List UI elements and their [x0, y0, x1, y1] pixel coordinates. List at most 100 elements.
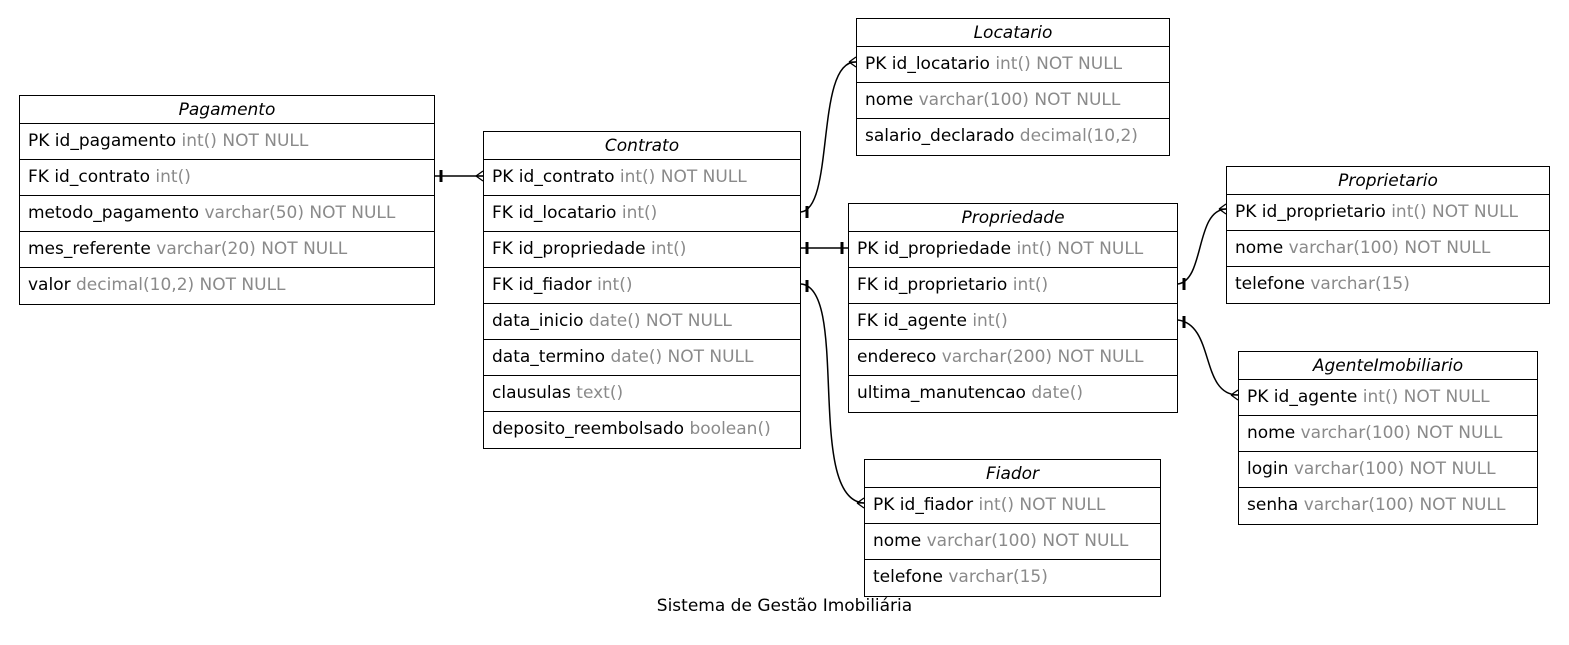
field-type: int() NOT NULL — [1362, 387, 1490, 407]
field-name: clausulas — [492, 383, 571, 403]
field-type: date() NOT NULL — [610, 347, 754, 367]
field-name: FK id_fiador — [492, 275, 592, 295]
field-type: int() — [621, 203, 658, 223]
many-marker — [848, 56, 857, 68]
field-name: PK id_locatario — [865, 54, 990, 74]
field-row: PK id_proprietario int() NOT NULL — [1227, 195, 1549, 231]
field-type: int() NOT NULL — [1016, 239, 1144, 259]
relation-line — [1177, 319, 1239, 396]
field-row: PK id_contrato int() NOT NULL — [484, 160, 800, 196]
field-name: endereco — [857, 347, 937, 367]
field-type: decimal(10,2) NOT NULL — [76, 275, 286, 295]
field-row: FK id_propriedade int() — [484, 232, 800, 268]
field-row: senha varchar(100) NOT NULL — [1239, 488, 1537, 524]
table-title: Pagamento — [20, 96, 434, 124]
field-type: varchar(200) NOT NULL — [941, 347, 1144, 367]
field-type: int() — [155, 167, 191, 187]
field-row: nome varchar(100) NOT NULL — [1227, 231, 1549, 267]
field-row: PK id_locatario int() NOT NULL — [857, 47, 1169, 83]
field-type: boolean() — [689, 419, 771, 439]
field-type: varchar(15) — [948, 567, 1048, 587]
field-type: varchar(100) NOT NULL — [1300, 423, 1503, 443]
field-name: deposito_reembolsado — [492, 419, 685, 439]
field-name: telefone — [873, 567, 943, 587]
field-name: PK id_contrato — [492, 167, 615, 187]
field-row: nome varchar(100) NOT NULL — [857, 83, 1169, 119]
field-name: login — [1247, 459, 1289, 479]
field-name: salario_declarado — [865, 126, 1015, 146]
field-name: PK id_agente — [1247, 387, 1358, 407]
field-type: varchar(20) NOT NULL — [156, 239, 348, 259]
table-locatario: Locatario PK id_locatario int() NOT NULL… — [856, 18, 1170, 156]
field-name: FK id_agente — [857, 311, 967, 331]
field-row: FK id_locatario int() — [484, 196, 800, 232]
field-type: date() NOT NULL — [588, 311, 732, 331]
link-propriedade-proprietario — [1177, 203, 1227, 290]
field-row: PK id_agente int() NOT NULL — [1239, 380, 1537, 416]
field-name: nome — [1235, 238, 1284, 258]
field-type: varchar(50) NOT NULL — [204, 203, 396, 223]
field-type: varchar(100) NOT NULL — [918, 90, 1121, 110]
field-row: PK id_propriedade int() NOT NULL — [849, 232, 1177, 268]
many-marker — [1230, 389, 1239, 401]
link-contrato-locatario — [800, 56, 857, 218]
field-row: telefone varchar(15) — [865, 560, 1160, 596]
table-pagamento: Pagamento PK id_pagamento int() NOT NULL… — [19, 95, 435, 305]
field-row: data_termino date() NOT NULL — [484, 340, 800, 376]
link-contrato-propriedade — [801, 242, 848, 254]
field-row: telefone varchar(15) — [1227, 267, 1549, 303]
field-type: int() NOT NULL — [995, 54, 1123, 74]
table-title: Contrato — [484, 132, 800, 160]
many-marker — [475, 170, 484, 182]
table-contrato: Contrato PK id_contrato int() NOT NULL F… — [483, 131, 801, 449]
field-name: telefone — [1235, 274, 1305, 294]
field-name: PK id_fiador — [873, 495, 974, 515]
field-name: data_termino — [492, 347, 606, 367]
field-type: int() — [597, 275, 633, 295]
field-row: PK id_fiador int() NOT NULL — [865, 488, 1160, 524]
field-name: PK id_proprietario — [1235, 202, 1386, 222]
field-row: valor decimal(10,2) NOT NULL — [20, 268, 434, 304]
field-type: text() — [576, 383, 624, 403]
field-name: FK id_proprietario — [857, 275, 1008, 295]
field-name: ultima_manutencao — [857, 383, 1026, 403]
field-type: int() — [972, 311, 1008, 331]
field-type: int() NOT NULL — [978, 495, 1106, 515]
field-row: FK id_fiador int() — [484, 268, 800, 304]
many-marker — [1218, 203, 1227, 215]
field-row: FK id_proprietario int() — [849, 268, 1177, 304]
field-type: varchar(100) NOT NULL — [926, 531, 1129, 551]
table-title: Proprietario — [1227, 167, 1549, 195]
table-title: Locatario — [857, 19, 1169, 47]
field-type: int() — [650, 239, 687, 259]
link-propriedade-agente — [1177, 316, 1239, 401]
field-name: senha — [1247, 495, 1299, 515]
table-agente-imobiliario: AgenteImobiliario PK id_agente int() NOT… — [1238, 351, 1538, 525]
relation-line — [800, 283, 865, 504]
field-type: int() — [1012, 275, 1049, 295]
field-name: FK id_propriedade — [492, 239, 646, 259]
field-name: nome — [865, 90, 914, 110]
link-pagamento-contrato — [435, 170, 484, 182]
field-type: varchar(100) NOT NULL — [1293, 459, 1496, 479]
field-type: int() NOT NULL — [619, 167, 747, 187]
field-row: metodo_pagamento varchar(50) NOT NULL — [20, 196, 434, 232]
field-name: valor — [28, 275, 71, 295]
field-row: salario_declarado decimal(10,2) — [857, 119, 1169, 155]
field-row: endereco varchar(200) NOT NULL — [849, 340, 1177, 376]
field-name: PK id_propriedade — [857, 239, 1012, 259]
diagram-caption: Sistema de Gestão Imobiliária — [656, 596, 913, 616]
field-name: FK id_contrato — [28, 167, 151, 187]
field-row: login varchar(100) NOT NULL — [1239, 452, 1537, 488]
field-type: date() — [1031, 383, 1083, 403]
field-name: nome — [873, 531, 922, 551]
field-type: decimal(10,2) — [1019, 126, 1138, 146]
table-title: Propriedade — [849, 204, 1177, 232]
table-propriedade: Propriedade PK id_propriedade int() NOT … — [848, 203, 1178, 413]
table-fiador: Fiador PK id_fiador int() NOT NULL nome … — [864, 459, 1161, 597]
field-type: int() NOT NULL — [181, 131, 309, 151]
field-row: mes_referente varchar(20) NOT NULL — [20, 232, 434, 268]
field-row: nome varchar(100) NOT NULL — [1239, 416, 1537, 452]
many-marker — [856, 497, 865, 509]
